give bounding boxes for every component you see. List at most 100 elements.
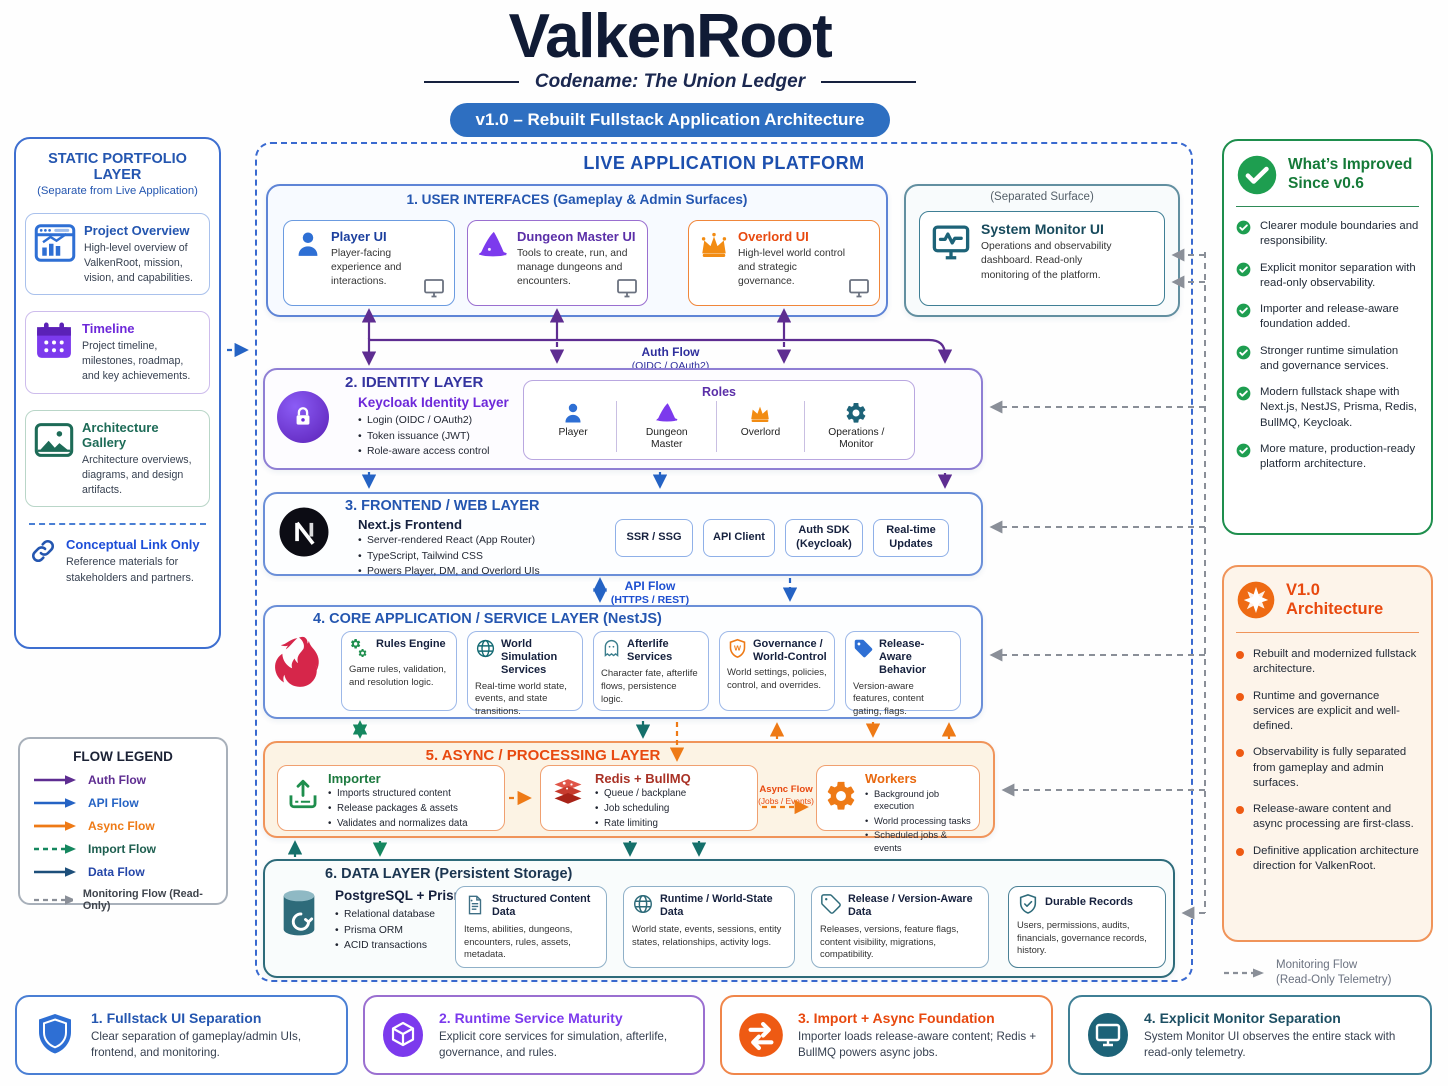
check-bullet-icon [1236, 303, 1251, 318]
identity-bullets: Login (OIDC / OAuth2) Token issuance (JW… [358, 414, 489, 461]
separated-surface-label: (Separated Surface) [990, 191, 1094, 203]
codename-row: Codename: The Union Ledger [255, 71, 1085, 93]
role-label: Operations / Monitor [828, 427, 885, 451]
overlord-role-icon [751, 406, 770, 422]
card-desc: Version-aware features, content gating, … [853, 680, 924, 718]
identity-subtitle: Keycloak Identity Layer [358, 395, 509, 410]
monitor-icon [424, 279, 444, 298]
improved-text: Stronger runtime simulation and governan… [1260, 344, 1399, 372]
header: ValkenRoot Codename: The Union Ledger v1… [255, 0, 1085, 138]
footer-card-explicit-monitor-separation: 4. Explicit Monitor Separation System Mo… [1068, 995, 1432, 1075]
monitor-icon [617, 279, 637, 298]
portfolio-title: STATIC PORTFOLIO LAYER [48, 151, 187, 183]
monitoring-note-arrow [1224, 968, 1264, 978]
portfolio-subtitle: (Separate from Live Application) [37, 185, 198, 197]
footer-card-runtime-service-maturity: 2. Runtime Service Maturity Explicit cor… [363, 995, 705, 1075]
improved-text: More mature, production-ready platform a… [1260, 442, 1416, 470]
workers-bullet: Scheduled jobs & events [865, 829, 972, 854]
dm-role-icon [655, 403, 678, 422]
legend-item-data: Data Flow [32, 865, 214, 879]
calendar-icon [37, 323, 71, 359]
workers-gear-icon [827, 781, 855, 810]
ghost-icon [604, 639, 619, 657]
v1-item: Observability is fully separated from ga… [1236, 745, 1419, 791]
legend-item-import: Import Flow [32, 842, 214, 856]
shield-blue-icon [39, 1014, 71, 1054]
rules-gears-icon [351, 638, 367, 658]
card-desc: Player-facing experience and interaction… [331, 248, 402, 287]
card-title: Runtime / World-State Data [660, 893, 773, 918]
chip-realtime-updates: Real-time Updates [873, 519, 949, 557]
legend-label: Import Flow [88, 842, 156, 856]
card-title: Importer [328, 771, 381, 786]
identity-title: 2. IDENTITY LAYER [345, 374, 484, 391]
card-desc: Releases, versions, feature flags, conte… [820, 922, 959, 960]
player-icon [298, 232, 318, 256]
orange-dot [1236, 749, 1244, 758]
card-desc: Items, abilities, dungeons, encounters, … [464, 922, 573, 960]
api-flow-label: API Flow (HTTPS / REST) [585, 579, 715, 606]
orange-dot [1236, 651, 1244, 659]
role-player: Player [530, 401, 618, 452]
world-simulation-card: World Simulation Services Real-time worl… [467, 631, 583, 717]
v1-item: Definitive application architecture dire… [1236, 844, 1419, 875]
legend-item-async: Async Flow [32, 819, 214, 833]
card-title: Release / Version-Aware Data [848, 893, 973, 918]
workers-bullets: Background job execution World processin… [865, 788, 972, 854]
structured-content-card: Structured Content Data Items, abilities… [455, 886, 607, 968]
system-monitor-ui-card: System Monitor UI Operations and observa… [919, 211, 1165, 306]
role-dungeon-master: Dungeon Master [617, 401, 718, 452]
card-title: Dungeon Master UI [517, 229, 636, 244]
legend-label: Auth Flow [88, 773, 146, 787]
async-flow-arrow [34, 821, 76, 831]
role-overlord: Overlord [717, 401, 805, 452]
v1-text: Rebuilt and modernized fullstack archite… [1253, 648, 1417, 676]
identity-bullet: Token issuance (JWT) [358, 430, 489, 444]
improved-text: Modern fullstack shape with Next.js, Nes… [1260, 386, 1417, 429]
role-label: Dungeon Master [645, 427, 688, 451]
redis-icon [554, 779, 582, 804]
footer-card-fullstack-ui-separation: 1. Fullstack UI Separation Clear separat… [15, 995, 348, 1075]
card-desc: High-level world control and strategic g… [738, 248, 846, 287]
card-title: Redis + BullMQ [595, 771, 691, 786]
role-operations-monitor: Operations / Monitor [805, 401, 908, 452]
flow-legend: FLOW LEGEND Auth Flow API Flow Async Flo… [18, 737, 228, 912]
gallery-icon [34, 423, 74, 457]
player-ui-card: Player UI Player-facing experience and i… [283, 220, 455, 306]
portfolio-card-timeline: Timeline Project timeline, milestones, r… [25, 311, 210, 394]
card-desc: Users, permissions, audits, financials, … [1017, 919, 1147, 956]
document-icon [468, 895, 482, 915]
footer-card-import-async-foundation: 3. Import + Async Foundation Importer lo… [720, 995, 1053, 1075]
link-title: Conceptual Link Only [66, 537, 200, 553]
card-title: Release-Aware Behavior [879, 638, 927, 677]
shield-w-icon: W [729, 638, 746, 658]
frontend-bullets: Server-rendered React (App Router) TypeS… [358, 534, 540, 581]
link-icon [32, 540, 54, 563]
burst-icon [1237, 581, 1275, 619]
check-bullet-icon [1236, 262, 1251, 276]
legend-item-monitoring: Monitoring Flow (Read-Only) [32, 888, 214, 912]
dungeon-master-ui-card: Dungeon Master UI Tools to create, run, … [467, 220, 648, 306]
identity-bullet: Role-aware access control [358, 445, 489, 459]
improved-title: What’s Improved Since v0.6 [1288, 156, 1413, 192]
importer-bullets: Imports structured content Release packa… [328, 788, 468, 831]
improved-divider [1236, 206, 1419, 207]
frontend-title: 3. FRONTEND / WEB LAYER [345, 498, 540, 514]
postgres-bullet: ACID transactions [335, 939, 435, 953]
footer-title: 1. Fullstack UI Separation [91, 1009, 262, 1026]
overlord-ui-card: Overlord UI High-level world control and… [688, 220, 880, 306]
player-role-icon [565, 403, 581, 423]
card-title: Project Overview [84, 223, 190, 238]
system-monitor-icon [932, 225, 970, 260]
frontend-bullet: TypeScript, Tailwind CSS [358, 550, 540, 564]
check-bullet-icon [1236, 345, 1251, 359]
footer-desc: Clear separation of gameplay/admin UIs, … [91, 1029, 302, 1059]
footer-desc: Explicit core services for simulation, a… [439, 1029, 668, 1059]
governance-card: W Governance / World-Control World setti… [719, 631, 835, 711]
monitoring-note: Monitoring Flow (Read-Only Telemetry) [1222, 958, 1391, 988]
improved-item: Modern fullstack shape with Next.js, Nes… [1236, 385, 1419, 431]
workers-card: Workers Background job execution World p… [816, 765, 980, 853]
frontend-bullet: Server-rendered React (App Router) [358, 534, 540, 548]
improved-text: Importer and release-aware foundation ad… [1260, 303, 1399, 331]
